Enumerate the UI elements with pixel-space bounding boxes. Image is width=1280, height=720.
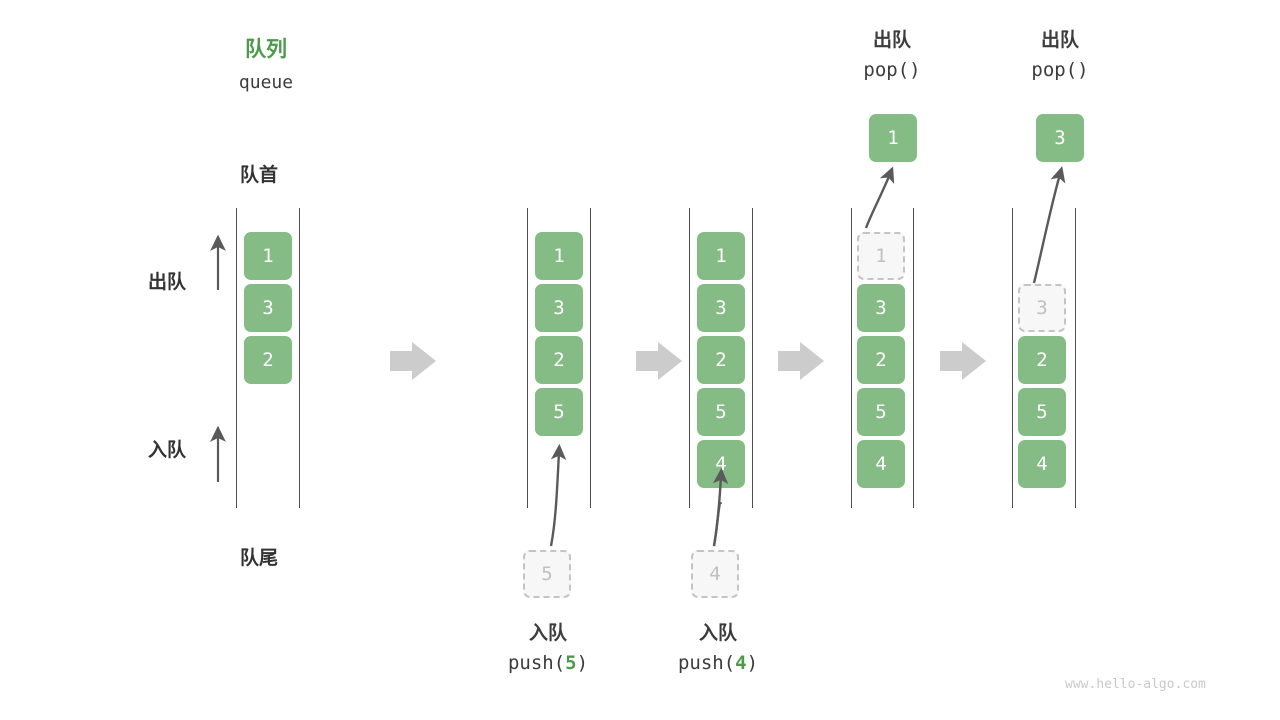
rail-left-step-3 (689, 208, 690, 508)
queue-cell: 5 (697, 388, 745, 436)
push-5-arrow (549, 443, 567, 547)
rail-left-step-5 (1012, 208, 1013, 508)
queue-cell: 4 (1018, 440, 1066, 488)
rail-right-step-3 (752, 208, 753, 508)
queue-cell: 1 (697, 232, 745, 280)
step-connector-arrow-2 (636, 342, 682, 380)
pop-1-arrow (864, 166, 895, 229)
operation-name-cn: 入队 (698, 623, 737, 644)
rail-right-step-5 (1075, 208, 1076, 508)
diagram-title-cn: 队列 (245, 38, 287, 61)
operation-label-pop-3: 出队 pop() (960, 27, 1160, 85)
queue-cell-ghost: 3 (1018, 284, 1066, 332)
queue-cell: 2 (1018, 336, 1066, 384)
queue-cell: 3 (244, 284, 292, 332)
pop-3-arrow (1032, 166, 1066, 284)
popped-element: 1 (869, 114, 917, 162)
rail-right-step-4 (913, 208, 914, 508)
rail-right-step-2 (590, 208, 591, 508)
queue-cell: 2 (244, 336, 292, 384)
enqueue-direction-label: 入队 (148, 440, 187, 461)
queue-cell: 5 (1018, 388, 1066, 436)
operation-label-push-5: 入队 push(5) (448, 620, 648, 678)
operation-label-push-4: 入队 push(4) (618, 620, 818, 678)
operation-code: pop() (863, 59, 921, 81)
operation-code: pop() (1031, 59, 1089, 81)
operation-name-cn: 入队 (528, 623, 567, 644)
watermark: www.hello-algo.com (1065, 677, 1206, 692)
operation-name-cn: 出队 (872, 30, 911, 51)
queue-cell: 4 (857, 440, 905, 488)
queue-cell: 1 (535, 232, 583, 280)
queue-cell: 3 (857, 284, 905, 332)
queue-cell: 2 (697, 336, 745, 384)
queue-cell: 2 (857, 336, 905, 384)
operation-code: push(4) (677, 652, 759, 674)
queue-cell-ghost: 1 (857, 232, 905, 280)
incoming-element-ghost: 5 (523, 550, 571, 598)
dequeue-direction-label: 出队 (148, 272, 187, 293)
step-connector-arrow-1 (390, 342, 436, 380)
operation-code: push(5) (507, 652, 589, 674)
queue-cell: 3 (697, 284, 745, 332)
rail-right-step-1 (299, 208, 300, 508)
queue-cell: 5 (857, 388, 905, 436)
incoming-element-ghost: 4 (691, 550, 739, 598)
rear-label: 队尾 (240, 548, 279, 569)
queue-cell: 4 (697, 440, 745, 488)
rail-left-step-4 (851, 208, 852, 508)
operation-label-pop-1: 出队 pop() (792, 27, 992, 85)
rail-left-step-2 (527, 208, 528, 508)
step-connector-arrow-3 (778, 342, 824, 380)
queue-cell: 1 (244, 232, 292, 280)
popped-element: 3 (1036, 114, 1084, 162)
queue-cell: 2 (535, 336, 583, 384)
rail-left-step-1 (236, 208, 237, 508)
queue-cell: 3 (535, 284, 583, 332)
diagram-title-en: queue (238, 72, 294, 93)
front-label: 队首 (240, 165, 279, 186)
queue-cell: 5 (535, 388, 583, 436)
step-connector-arrow-4 (940, 342, 986, 380)
operation-name-cn: 出队 (1040, 30, 1079, 51)
